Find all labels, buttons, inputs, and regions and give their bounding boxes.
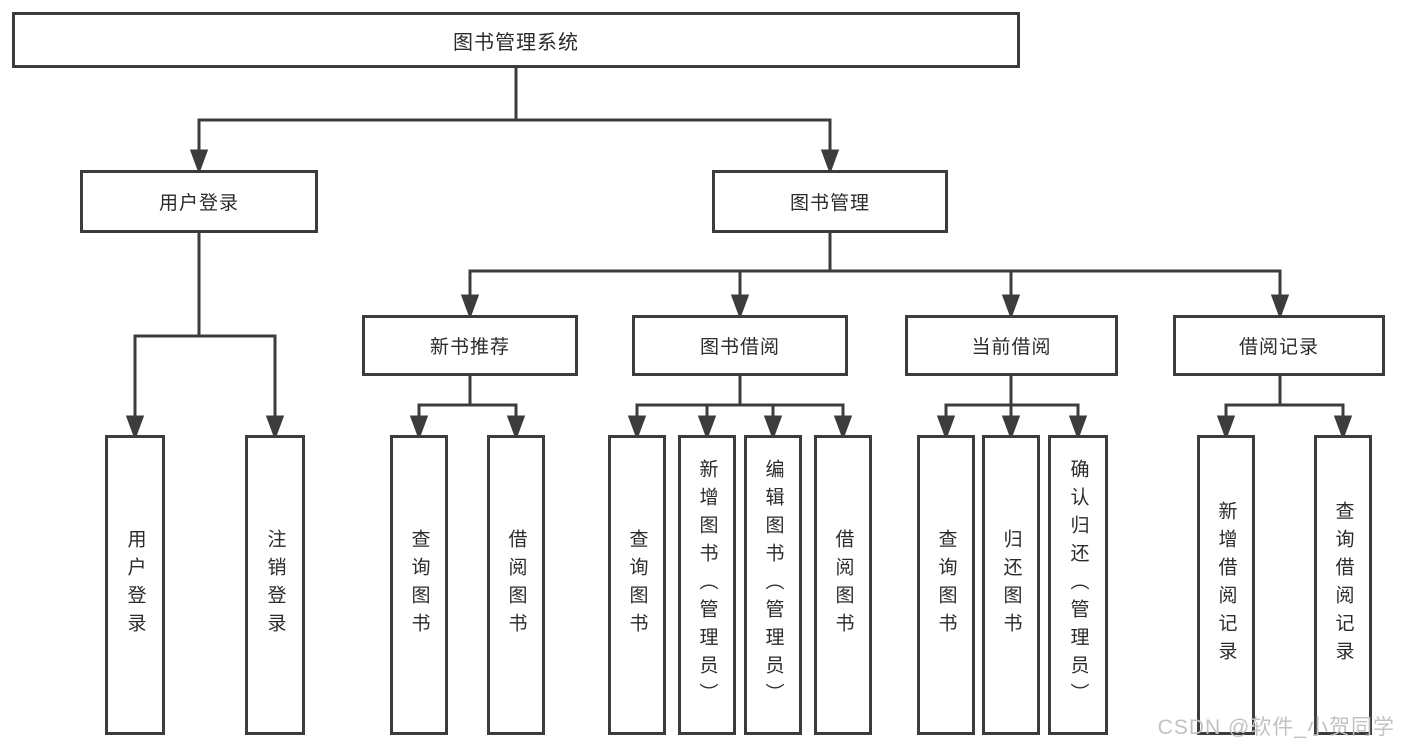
leaf-borrow-books-2-label: 借阅图书 [832,529,854,641]
arrowhead [936,415,956,441]
node-user-login-group-label: 用户登录 [158,193,239,214]
arrowhead [1001,415,1021,441]
arrowhead [1270,294,1290,320]
arrowhead [1333,415,1353,441]
arrowhead [1068,415,1088,441]
connector-new-book-recommend-to-leaves [409,376,526,441]
node-library-system-label: 图书管理系统 [453,31,579,54]
leaf-query-books-1-label: 查询图书 [408,529,430,641]
leaf-edit-book-admin: 编辑图书（管理员） [744,435,802,735]
connector-borrow-records-to-leaves [1216,376,1353,441]
arrowhead [125,415,145,441]
arrowhead [460,294,480,320]
leaf-user-login: 用户登录 [105,435,165,735]
node-new-book-recommend-label: 新书推荐 [429,337,510,358]
leaf-logout-login: 注销登录 [245,435,305,735]
leaf-add-borrow-record-label: 新增借阅记录 [1215,501,1237,669]
arrowhead [833,415,853,441]
node-book-management: 图书管理 [712,170,948,233]
leaf-query-books-3: 查询图书 [917,435,975,735]
leaf-query-books-3-label: 查询图书 [935,529,957,641]
leaf-confirm-return-admin: 确认归还（管理员） [1048,435,1108,735]
leaf-borrow-books-1: 借阅图书 [487,435,545,735]
leaf-return-book-label: 归还图书 [1000,529,1022,641]
arrowhead [189,149,209,175]
connector-current-borrowing-to-leaves [936,376,1088,441]
leaf-confirm-return-admin-label: 确认归还（管理员） [1067,459,1089,711]
arrowhead [820,149,840,175]
arrowhead [730,294,750,320]
connector-root-to-level2 [189,68,840,175]
node-book-borrowing: 图书借阅 [632,315,848,376]
leaf-return-book: 归还图书 [982,435,1040,735]
arrowhead [627,415,647,441]
arrowhead [409,415,429,441]
node-new-book-recommend: 新书推荐 [362,315,578,376]
leaf-query-books-1: 查询图书 [390,435,448,735]
leaf-user-login-label: 用户登录 [124,529,146,641]
node-library-system: 图书管理系统 [12,12,1020,68]
csdn-watermark: CSDN @软件_小贺同学 [1157,716,1395,739]
leaf-logout-login-label: 注销登录 [264,529,286,641]
arrowhead [1001,294,1021,320]
arrowhead [697,415,717,441]
node-current-borrowing-label: 当前借阅 [971,337,1052,358]
node-user-login-group: 用户登录 [80,170,318,233]
node-borrow-records-label: 借阅记录 [1238,337,1319,358]
arrowhead [265,415,285,441]
arrowhead [506,415,526,441]
connector-book-management-to-level3 [460,233,1290,320]
leaf-edit-book-admin-label: 编辑图书（管理员） [762,459,784,711]
node-book-borrowing-label: 图书借阅 [699,337,780,358]
node-borrow-records: 借阅记录 [1173,315,1385,376]
leaf-borrow-books-1-label: 借阅图书 [505,529,527,641]
leaf-query-borrow-record-label: 查询借阅记录 [1332,501,1354,669]
leaf-query-borrow-record: 查询借阅记录 [1314,435,1372,735]
leaf-query-books-2-label: 查询图书 [626,529,648,641]
leaf-add-book-admin: 新增图书（管理员） [678,435,736,735]
leaf-borrow-books-2: 借阅图书 [814,435,872,735]
arrowhead [763,415,783,441]
leaf-add-borrow-record: 新增借阅记录 [1197,435,1255,735]
leaf-query-books-2: 查询图书 [608,435,666,735]
arrowhead [1216,415,1236,441]
leaf-add-book-admin-label: 新增图书（管理员） [696,459,718,711]
connector-book-borrowing-to-leaves [627,376,853,441]
node-book-management-label: 图书管理 [789,193,870,214]
node-current-borrowing: 当前借阅 [905,315,1118,376]
connector-user-login-to-leaves [125,233,285,441]
